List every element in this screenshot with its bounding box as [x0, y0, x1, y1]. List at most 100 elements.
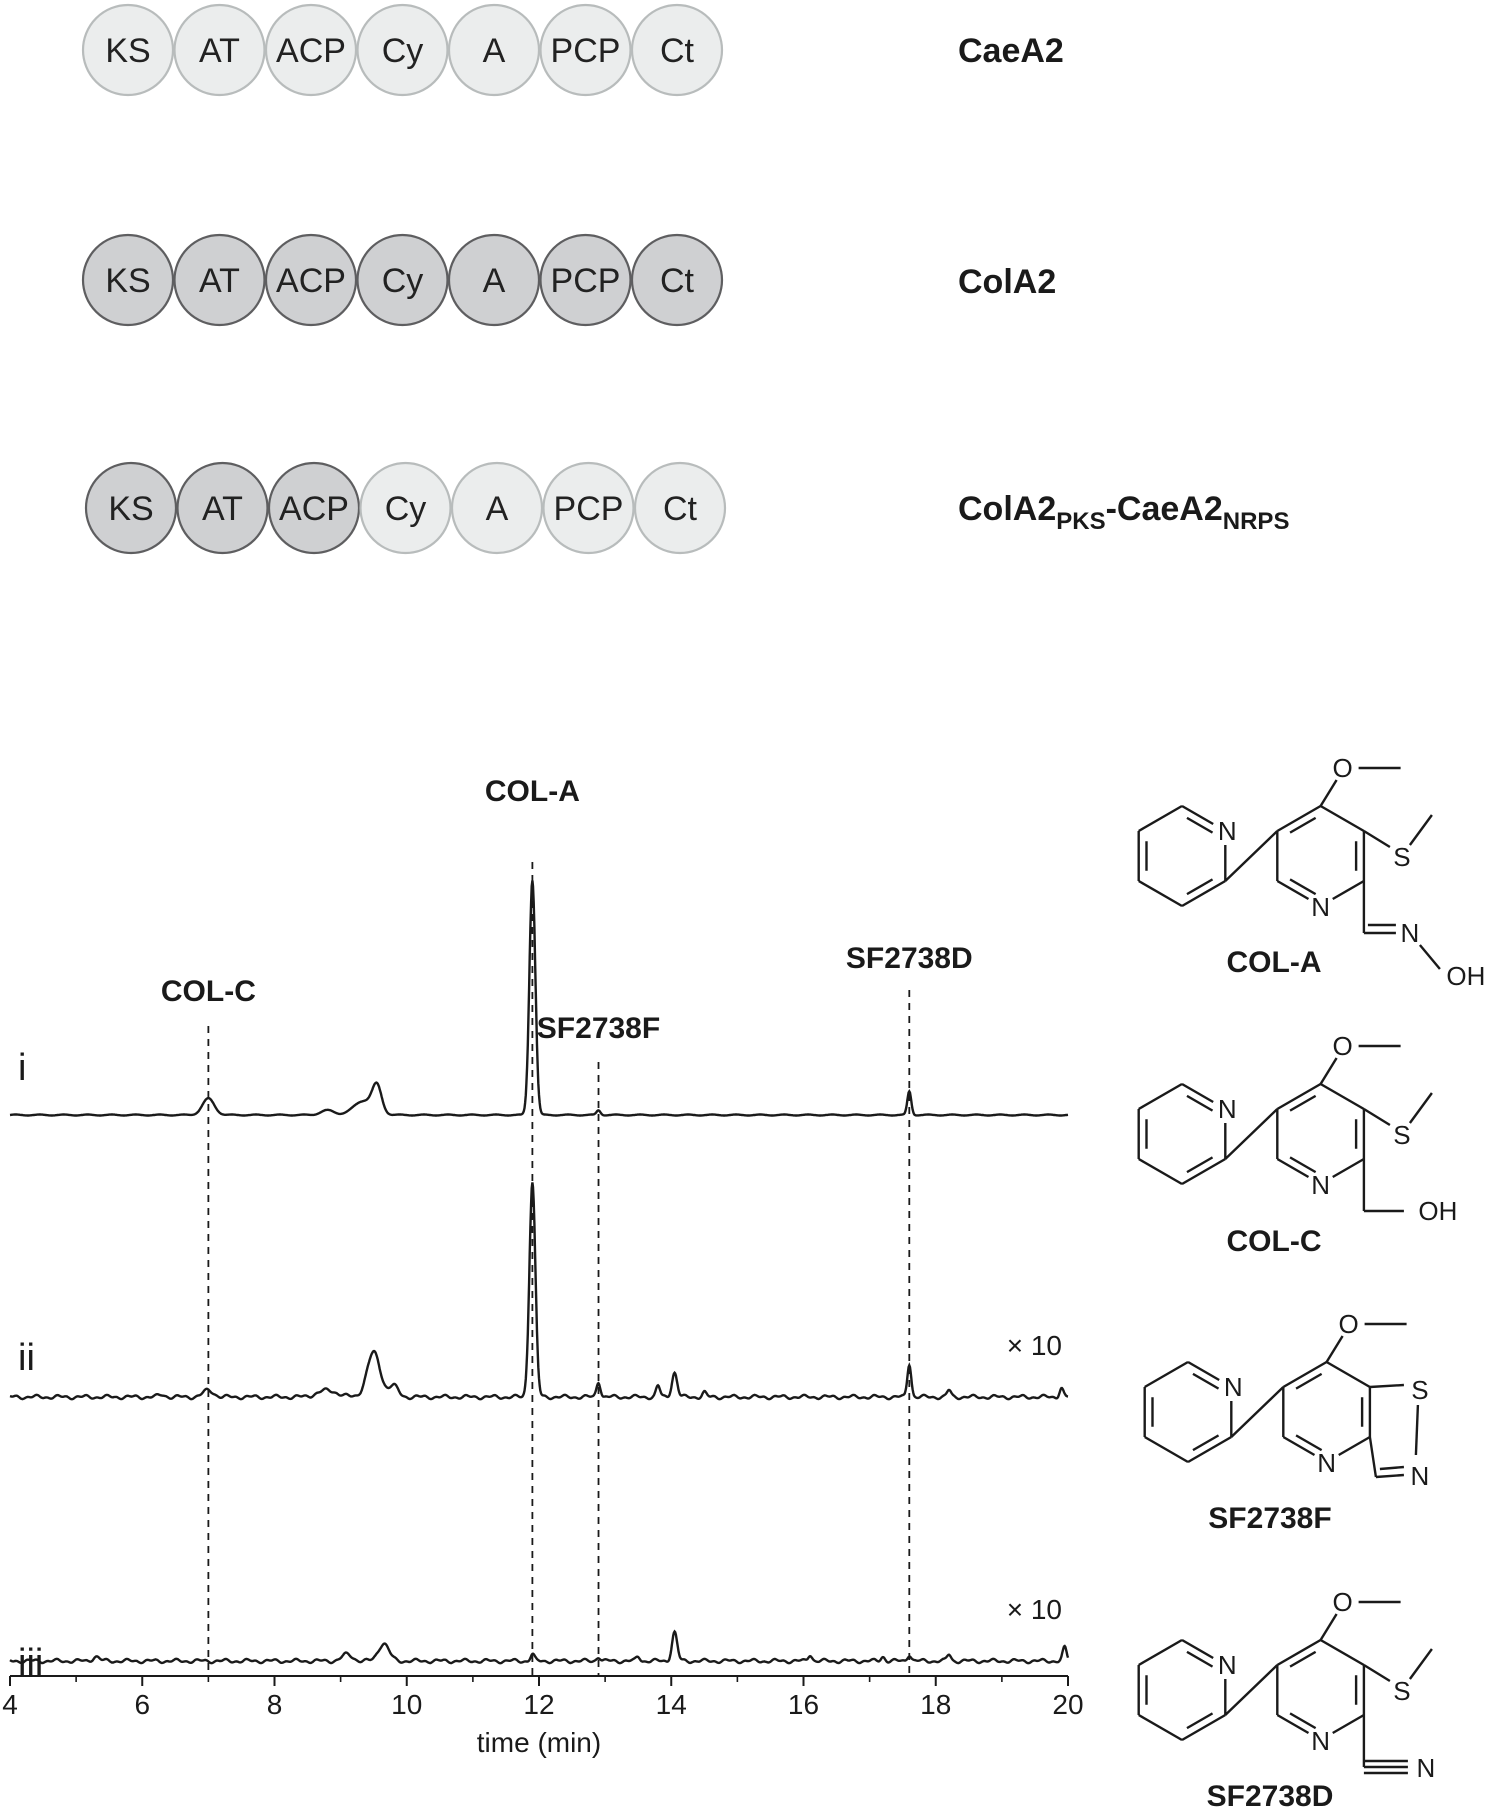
- bond: [1332, 1157, 1365, 1179]
- bond: [1282, 1360, 1328, 1389]
- atom-label: S: [1393, 1676, 1410, 1706]
- double-bond: [1192, 1434, 1220, 1452]
- bond: [1320, 1638, 1365, 1667]
- atom-label: N: [1224, 1372, 1243, 1402]
- double-bond: [1186, 816, 1214, 834]
- methyl-bond: [1408, 1092, 1433, 1124]
- atom-label: N: [1417, 1753, 1436, 1783]
- trace-line: [9, 880, 1069, 1117]
- x-tick-label: 16: [788, 1689, 819, 1720]
- double-bond: [1379, 1465, 1405, 1471]
- bond: [1319, 1057, 1338, 1085]
- bond: [1181, 804, 1214, 826]
- bond: [1187, 1435, 1232, 1464]
- domain-circle-acp: [267, 461, 361, 555]
- bond: [1230, 1386, 1285, 1438]
- structure-name: SF2738F: [1208, 1502, 1331, 1535]
- bond: [1138, 1082, 1183, 1111]
- domain-label: Cy: [382, 262, 424, 300]
- methyl-bond: [1408, 1648, 1433, 1680]
- construct-name-main: ColA2: [958, 490, 1056, 528]
- bond: [1138, 804, 1183, 833]
- double-bond: [1289, 1156, 1317, 1174]
- domain-circle-ct: [630, 233, 724, 327]
- bond: [1368, 1436, 1378, 1478]
- trace-label: ii: [18, 1337, 35, 1379]
- bond: [1369, 1383, 1404, 1389]
- domain-label: AT: [202, 490, 243, 528]
- atom-label: OH: [1446, 961, 1485, 991]
- trace-line: [9, 1182, 1069, 1401]
- structure-name: COL-A: [1227, 946, 1322, 979]
- double-bond: [1295, 1434, 1323, 1452]
- reference-line-label: COL-C: [161, 975, 256, 1008]
- domain-circle-cy: [356, 3, 449, 97]
- structure-name: COL-C: [1227, 1225, 1322, 1258]
- domain-circle-a: [447, 233, 541, 327]
- domain-label: PCP: [554, 490, 624, 528]
- bond: [1320, 1082, 1365, 1111]
- bond: [1276, 1638, 1322, 1667]
- bond: [1276, 1713, 1310, 1735]
- bond: [1319, 1613, 1338, 1641]
- domain-label: Cy: [385, 490, 427, 528]
- bond: [1363, 829, 1391, 849]
- bond: [1375, 1473, 1404, 1479]
- atom-label: O: [1338, 1309, 1358, 1339]
- atom-label: S: [1411, 1375, 1428, 1405]
- bond: [1325, 1335, 1344, 1363]
- domain-circle-a: [450, 461, 544, 555]
- domain-circle-ks: [84, 461, 178, 555]
- x-tick-label: 18: [920, 1689, 951, 1720]
- x-tick-label: 8: [267, 1689, 283, 1720]
- construct-name: ColA2: [958, 263, 1056, 301]
- double-bond: [1186, 878, 1214, 896]
- methyl-bond: [1408, 814, 1433, 846]
- domain-label: Ct: [660, 262, 695, 300]
- atom-label: S: [1393, 842, 1410, 872]
- domain-circle-ct: [630, 3, 724, 97]
- atom-label: N: [1317, 1448, 1336, 1478]
- bond: [1320, 804, 1365, 833]
- atom-label: N: [1311, 1170, 1330, 1200]
- domain-label: Ct: [663, 490, 698, 528]
- atom-label: N: [1218, 1094, 1237, 1124]
- structure-name: SF2738D: [1207, 1780, 1334, 1811]
- double-bond: [1289, 878, 1317, 896]
- construct-name: ColA2PKS-CaeA2NRPS: [958, 490, 1289, 535]
- x-axis-label: time (min): [477, 1727, 601, 1758]
- domain-circle-at: [173, 3, 266, 97]
- bond: [1138, 1638, 1183, 1667]
- domain-label: Ct: [660, 32, 695, 70]
- domain-label: A: [486, 490, 509, 528]
- trace-label: iii: [18, 1642, 43, 1684]
- domain-label: KS: [105, 262, 150, 300]
- bond: [1418, 944, 1441, 970]
- atom-label: N: [1311, 1726, 1330, 1756]
- atom-label: O: [1332, 753, 1352, 783]
- double-bond: [1289, 816, 1317, 834]
- reference-line-label: SF2738F: [537, 1012, 660, 1045]
- atom-label: S: [1393, 1120, 1410, 1150]
- scale-factor-label: × 10: [1007, 1330, 1062, 1361]
- atom-label: N: [1411, 1461, 1430, 1491]
- x-tick-label: 6: [134, 1689, 150, 1720]
- bond: [1276, 1157, 1310, 1179]
- trace-line: [9, 1629, 1070, 1665]
- reference-line-label: SF2738D: [846, 942, 973, 975]
- bond: [1138, 1157, 1183, 1186]
- bond: [1181, 1157, 1226, 1186]
- bond: [1187, 1360, 1220, 1382]
- domain-circle-pcp: [539, 3, 632, 97]
- construct-name-subscript: PKS: [1056, 508, 1105, 535]
- bond: [1181, 1082, 1214, 1104]
- bond: [1332, 1713, 1365, 1735]
- x-tick-label: 10: [391, 1689, 422, 1720]
- construct-name: CaeA2: [958, 32, 1064, 70]
